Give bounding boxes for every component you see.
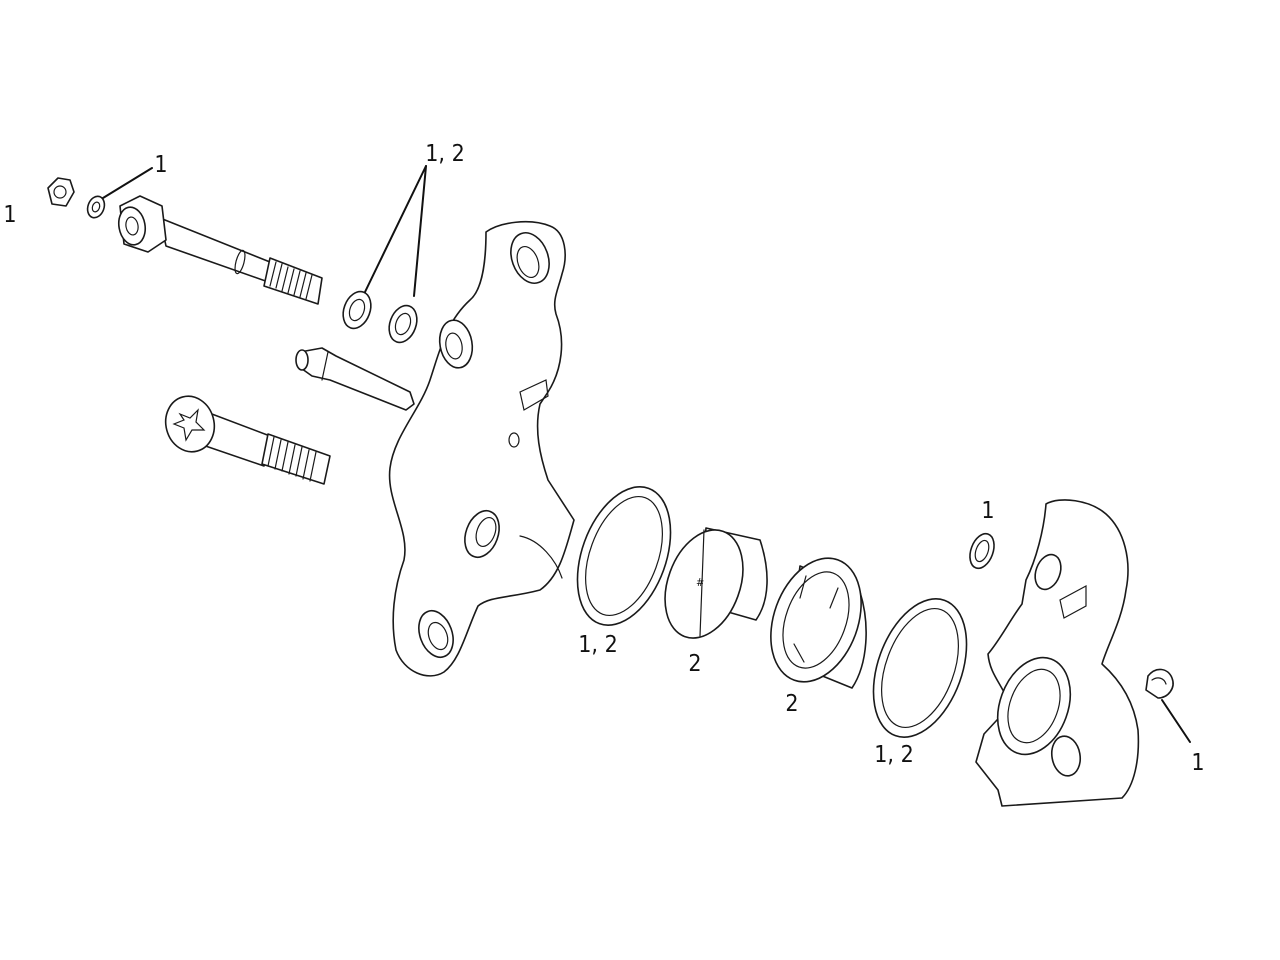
piston-outer-part: # (664, 527, 768, 639)
retaining-clip-part (1145, 668, 1174, 699)
leader-lines (102, 165, 1191, 743)
pad-pin-part (295, 347, 415, 411)
washer-part (86, 195, 106, 219)
callout-nut: 1 (3, 202, 16, 228)
callout-piston-seal-left: 1, 2 (578, 632, 617, 658)
callout-bleed-washer: 1 (981, 498, 994, 524)
piston-seal-right-part (872, 598, 968, 738)
banjo-bolt-part (117, 195, 323, 305)
mounting-bolt-part (164, 395, 331, 485)
piston-inner-part (770, 557, 867, 689)
nut-part (47, 177, 75, 207)
callout-piston-seal-right: 1, 2 (874, 742, 913, 768)
svg-text:#: # (696, 576, 704, 589)
piston-seal-left-part (576, 486, 672, 626)
callout-washer: 1 (154, 152, 167, 178)
caliper-body-left-part (388, 220, 575, 677)
callout-retaining-clip: 1 (1191, 750, 1204, 776)
caliper-body-right-part (975, 499, 1140, 807)
callout-piston-inner: 2 (785, 691, 798, 717)
bleed-washer-part (969, 532, 995, 570)
crush-washers-part (342, 290, 418, 344)
callout-crush-washers: 1, 2 (425, 141, 464, 167)
callout-piston-outer: 2 (688, 651, 701, 677)
